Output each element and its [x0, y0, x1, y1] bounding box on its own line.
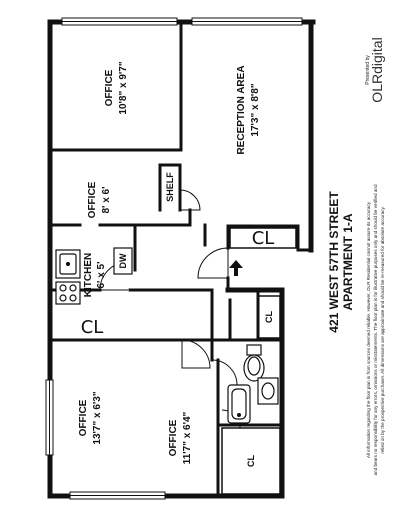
logo-presented-by: Presented by: [365, 55, 371, 85]
address-line1: 421 WEST 57TH STREET: [327, 191, 341, 333]
stove-icon: [55, 281, 81, 305]
address-line2: APARTMENT 1-A: [341, 213, 355, 310]
label-shelf: SHELF: [165, 172, 175, 202]
olr-logo: Presented by OLRdigital: [365, 37, 385, 102]
room-name-office-mid: OFFICE: [87, 181, 98, 218]
room-size-office-left: 13'7" x 6'3": [92, 391, 103, 444]
label-cl-hand-top: CL: [252, 228, 275, 249]
logo-brand: OLRdigital: [369, 37, 385, 102]
room-size-reception: 17'3" x 8'8": [250, 83, 261, 136]
room-size-kitchen: 6' x 5': [96, 262, 107, 289]
entry-arrow-icon: [229, 260, 243, 276]
handwritten-labels: CL CL: [81, 228, 275, 338]
disclaimer-line2: and bears no responsibility for any erro…: [373, 184, 378, 475]
label-cl-hand-left: CL: [81, 317, 104, 338]
toilet-tank-icon: [246, 344, 262, 356]
label-cl-bottom: CL: [246, 455, 256, 467]
room-name-office-left: OFFICE: [78, 399, 89, 436]
logo-brand-suffix: digital: [369, 37, 385, 74]
windows: [45, 17, 303, 500]
room-name-reception: RECEPTION AREA: [236, 65, 247, 154]
address-block: 421 WEST 57TH STREET APARTMENT 1-A: [327, 191, 355, 333]
disclaimer-line1: All information regarding the floor plan…: [366, 201, 371, 458]
disclaimer-block: All information regarding the floor plan…: [366, 184, 385, 475]
room-name-kitchen: KITCHEN: [83, 253, 94, 297]
room-size-office-mid: 8' x 6': [101, 187, 112, 214]
room-size-office-top: 10'8" x 9'7": [118, 61, 129, 114]
room-name-office-top: OFFICE: [104, 69, 115, 106]
interior-walls: [48, 20, 284, 498]
room-name-office-right: OFFICE: [168, 419, 179, 456]
label-cl-bath: CL: [264, 311, 274, 323]
closets: [221, 227, 297, 495]
disclaimer-line3: relied on by the prospective purchaser. …: [380, 206, 385, 453]
room-size-office-right: 11'7" x 6'4": [182, 411, 193, 464]
room-labels: OFFICE 10'8" x 9'7" RECEPTION AREA 17'3"…: [78, 61, 274, 467]
bathroom-fixtures: [227, 344, 279, 424]
label-dw: DW: [118, 253, 128, 268]
dishwasher-icon: [113, 247, 133, 275]
kitchen-fixtures: [55, 247, 133, 305]
